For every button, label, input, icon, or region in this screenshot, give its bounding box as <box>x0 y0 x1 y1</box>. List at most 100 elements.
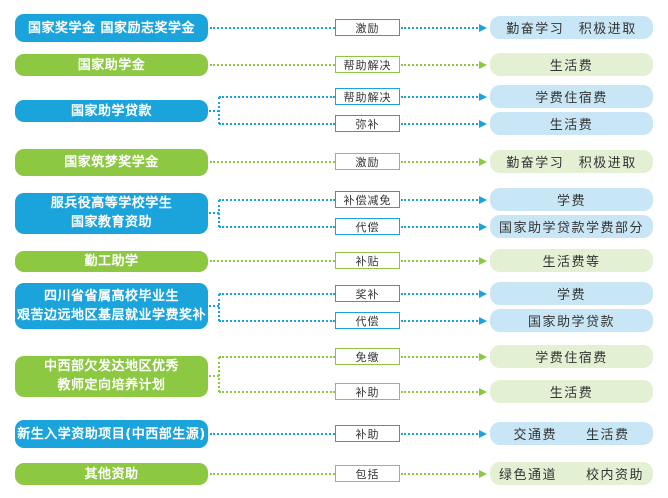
result-label: 学费 <box>556 288 586 303</box>
result-label: 生活费 <box>549 118 594 133</box>
connector-line <box>210 473 335 475</box>
program-label: 其他资助 <box>84 466 139 482</box>
result-label: 绿色通道 校内资助 <box>498 468 644 483</box>
result-label: 生活费 <box>549 386 594 401</box>
relation-label: 奖补 <box>355 287 380 301</box>
relation-box: 补助 <box>335 383 400 400</box>
relation-label: 帮助解决 <box>343 58 392 72</box>
program-box: 中西部欠发达地区优秀教师定向培养计划 <box>15 355 208 397</box>
arrowhead-icon <box>479 223 487 231</box>
connector-line <box>210 27 335 29</box>
relation-label: 代偿 <box>355 220 380 234</box>
program-label: 国家助学金 <box>77 57 146 73</box>
relation-box: 帮助解决 <box>335 56 400 73</box>
connector-line <box>401 123 478 125</box>
program-box: 四川省省属高校毕业生艰苦边远地区基层就业学费奖补 <box>15 283 208 329</box>
arrowhead-icon <box>479 353 487 361</box>
connector-line <box>401 64 478 66</box>
connector-line <box>210 161 335 163</box>
result-label: 国家助学贷款学费部分 <box>498 221 644 236</box>
connector-branch-line <box>218 97 220 124</box>
result-box: 勤奋学习 积极进取 <box>490 150 653 173</box>
relation-box: 代偿 <box>335 218 400 235</box>
relation-box: 激励 <box>335 19 400 36</box>
relation-label: 补贴 <box>355 254 380 268</box>
arrowhead-icon <box>479 93 487 101</box>
relation-box: 包括 <box>335 465 400 482</box>
arrowhead-icon <box>479 388 487 396</box>
result-box: 国家助学贷款学费部分 <box>490 215 653 238</box>
relation-box: 帮助解决 <box>335 88 400 105</box>
arrowhead-icon <box>479 196 487 204</box>
program-label: 国家奖学金 国家励志奖学金 <box>27 20 196 36</box>
result-label: 生活费等 <box>542 255 601 270</box>
arrowhead-icon <box>479 470 487 478</box>
result-label: 学费住宿费 <box>535 351 608 366</box>
program-label: 国家助学贷款 <box>70 103 152 119</box>
result-label: 勤奋学习 积极进取 <box>506 156 637 171</box>
program-label: 服兵役高等学校学生 <box>50 196 173 211</box>
connector-line <box>401 27 478 29</box>
relation-box: 奖补 <box>335 285 400 302</box>
connector-stub <box>209 305 219 307</box>
connector-line <box>401 356 478 358</box>
connector-line <box>401 391 478 393</box>
connector-stub <box>209 110 219 112</box>
connector-line <box>401 260 478 262</box>
relation-label: 包括 <box>355 467 380 481</box>
relation-label: 补偿减免 <box>343 193 392 207</box>
program-label: 四川省省属高校毕业生 <box>43 289 179 304</box>
relation-label: 激励 <box>355 21 380 35</box>
program-box: 新生入学资助项目(中西部生源) <box>15 420 208 448</box>
program-box: 其他资助 <box>15 463 208 485</box>
connector-line <box>210 260 335 262</box>
connector-branch-line <box>218 200 220 227</box>
result-box: 学费 <box>490 282 653 305</box>
arrowhead-icon <box>479 24 487 32</box>
arrowhead-icon <box>479 290 487 298</box>
relation-label: 补助 <box>355 385 380 399</box>
relation-box: 补偿减免 <box>335 191 400 208</box>
relation-label: 激励 <box>355 155 380 169</box>
program-label: 中西部欠发达地区优秀 <box>43 359 179 374</box>
relation-label: 免缴 <box>355 350 380 364</box>
connector-line <box>401 433 478 435</box>
connector-line <box>219 123 335 125</box>
program-box: 国家奖学金 国家励志奖学金 <box>15 14 208 42</box>
connector-line <box>219 391 335 393</box>
program-box: 国家助学贷款 <box>15 100 208 122</box>
connector-line <box>401 473 478 475</box>
result-box: 学费住宿费 <box>490 85 653 108</box>
result-box: 学费 <box>490 188 653 211</box>
relation-label: 代偿 <box>355 314 380 328</box>
connector-line <box>219 96 335 98</box>
result-box: 交通费 生活费 <box>490 422 653 445</box>
program-box: 国家助学金 <box>15 54 208 76</box>
result-label: 学费住宿费 <box>535 91 608 106</box>
result-label: 生活费 <box>549 59 594 74</box>
connector-line <box>401 226 478 228</box>
result-label: 勤奋学习 积极进取 <box>506 22 637 37</box>
connector-line <box>401 293 478 295</box>
result-box: 生活费 <box>490 53 653 76</box>
relation-box: 弥补 <box>335 115 400 132</box>
result-box: 学费住宿费 <box>490 345 653 368</box>
program-label: 艰苦边远地区基层就业学费奖补 <box>16 308 206 323</box>
result-label: 国家助学贷款 <box>527 315 615 330</box>
relation-box: 代偿 <box>335 312 400 329</box>
connector-line <box>219 320 335 322</box>
relation-box: 补贴 <box>335 252 400 269</box>
connector-line <box>219 199 335 201</box>
relation-box: 免缴 <box>335 348 400 365</box>
connector-line <box>210 433 335 435</box>
program-label: 国家教育资助 <box>70 215 152 230</box>
result-box: 生活费 <box>490 380 653 403</box>
relation-label: 弥补 <box>355 117 380 131</box>
connector-line <box>401 161 478 163</box>
connector-stub <box>209 375 219 377</box>
result-box: 生活费 <box>490 112 653 135</box>
program-box: 国家筑梦奖学金 <box>15 148 208 176</box>
connector-stub <box>209 212 219 214</box>
relation-box: 补助 <box>335 425 400 442</box>
